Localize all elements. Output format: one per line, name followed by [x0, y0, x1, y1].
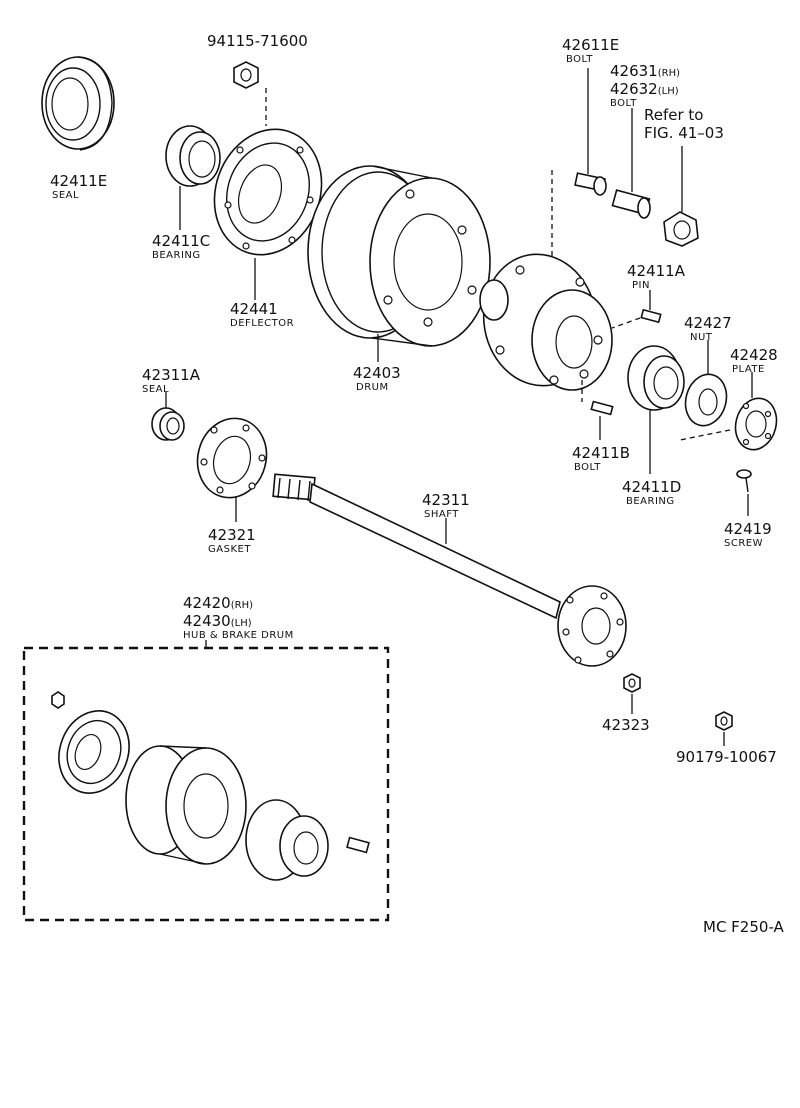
nut-42323-drawing — [623, 673, 641, 714]
part-desc-42411B: BOLT — [574, 462, 601, 473]
seal-42411E-drawing — [41, 56, 115, 151]
part-desc-42441: DEFLECTOR — [230, 318, 294, 329]
part-desc-42430: HUB & BRAKE DRUM — [183, 630, 294, 641]
part-desc-42411D: BEARING — [626, 496, 675, 507]
part-desc-42311: SHAFT — [424, 509, 459, 520]
part-desc-42311A: SEAL — [142, 384, 169, 395]
deflector-42441-drawing — [213, 128, 323, 300]
part-number-42311A: 42311A — [142, 366, 201, 384]
part-number-42411B: 42411B — [572, 444, 630, 462]
part-number-42632: 42632(LH) — [610, 80, 679, 98]
gasket-42321-drawing — [196, 417, 268, 522]
part-number-94115-71600: 94115-71600 — [207, 32, 308, 50]
part-number-42311: 42311 — [422, 491, 470, 509]
part-number-42611E: 42611E — [562, 36, 619, 54]
part-number-42411A: 42411A — [627, 262, 686, 280]
shaft-42311-drawing — [272, 473, 627, 667]
hub-brake-drum-assembly-box — [22, 646, 390, 922]
bolt-42411B-drawing — [581, 380, 614, 440]
pin-42411A-drawing — [611, 290, 662, 329]
part-number-42428: 42428 — [730, 346, 778, 364]
part-number-42420: 42420(RH) — [183, 594, 253, 612]
figure-code: MC F250-A — [703, 918, 785, 936]
part-desc-42411A: PIN — [632, 280, 650, 291]
part-desc-42403: DRUM — [356, 382, 389, 393]
nut-94115-71600-drawing — [233, 61, 267, 126]
part-number-90179-10067: 90179-10067 — [676, 748, 777, 766]
hub-drawing — [479, 253, 613, 391]
part-desc-42411C: BEARING — [152, 250, 201, 261]
part-number-42419: 42419 — [724, 520, 772, 538]
part-number-42323: 42323 — [602, 716, 650, 734]
part-desc-42427: NUT — [690, 332, 713, 343]
plate-42428-drawing — [679, 372, 778, 451]
bearing-42411C-drawing — [165, 125, 221, 230]
reference-line-2: FIG. 41–03 — [644, 124, 724, 142]
reference-nut-drawing — [663, 146, 699, 247]
part-number-42430: 42430(LH) — [183, 612, 252, 630]
part-number-42631: 42631(RH) — [610, 62, 680, 80]
drum-42403-drawing — [307, 165, 491, 362]
part-number-42411D: 42411D — [622, 478, 681, 496]
part-desc-42321: GASKET — [208, 544, 251, 555]
bolt-42631-42632-drawing — [611, 108, 651, 219]
part-desc-42428: PLATE — [732, 364, 765, 375]
part-number-42321: 42321 — [208, 526, 256, 544]
part-desc-42411E: SEAL — [52, 190, 79, 201]
nut-42427-drawing — [684, 340, 728, 427]
part-number-42411C: 42411C — [152, 232, 210, 250]
part-desc-42632: BOLT — [610, 98, 637, 109]
part-number-42441: 42441 — [230, 300, 278, 318]
nut-90179-10067-drawing — [715, 711, 733, 746]
part-number-42411E: 42411E — [50, 172, 107, 190]
part-number-42403: 42403 — [353, 364, 401, 382]
bolt-42611E-drawing — [551, 68, 607, 270]
part-desc-42419: SCREW — [724, 538, 763, 549]
part-number-42427: 42427 — [684, 314, 732, 332]
screw-42419-drawing — [736, 469, 752, 516]
part-desc-42611E: BOLT — [566, 54, 593, 65]
seal-42311A-drawing — [151, 392, 185, 441]
bearing-42411D-drawing — [627, 345, 685, 474]
reference-line-1: Refer to — [644, 106, 703, 124]
